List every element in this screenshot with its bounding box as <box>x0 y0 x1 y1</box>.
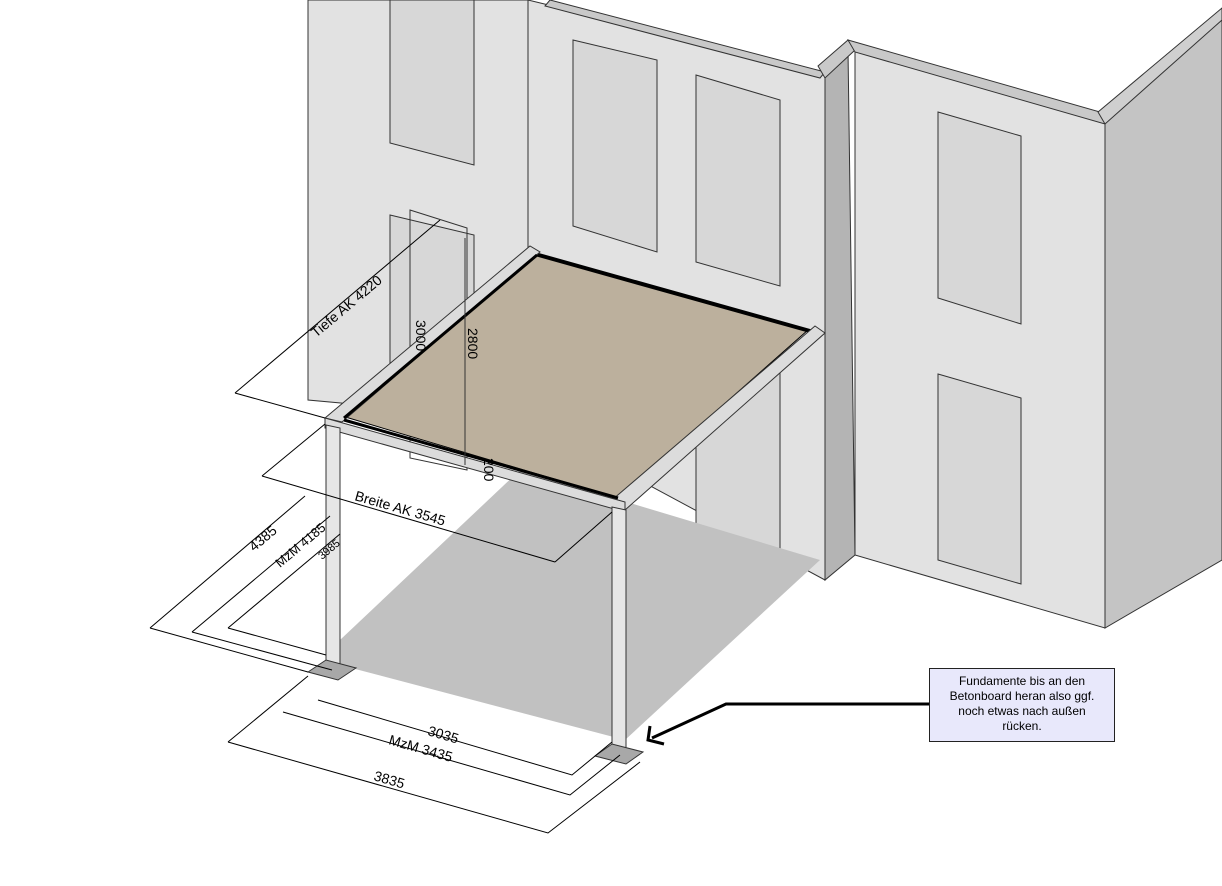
callout-arrow <box>646 702 929 746</box>
note-line-1: Fundamente bis an den <box>958 674 1086 688</box>
window-middle-1 <box>572 39 658 253</box>
dim-height-3000: 3000 <box>413 320 429 351</box>
foundation-right <box>593 743 645 765</box>
window-middle-2 <box>695 74 781 287</box>
window-right-upper <box>937 111 1022 325</box>
dim-height-200: 200 <box>481 458 497 482</box>
post-right <box>611 506 627 757</box>
note-line-2: Betonboard heran also ggf. <box>949 689 1095 703</box>
dimension-lines <box>149 219 641 834</box>
wall-pillar-side <box>824 48 856 582</box>
dim-depth-outer: 4385 <box>246 522 280 554</box>
wall-middle-rim <box>544 0 826 79</box>
building <box>307 0 1222 629</box>
note-line-3: noch etwas nach außen <box>958 704 1086 718</box>
wall-right-side-rim <box>1097 7 1222 125</box>
dim-height-2800: 2800 <box>465 328 481 359</box>
window-left-upper <box>389 0 475 166</box>
foundation-note: Fundamente bis an den Betonboard heran a… <box>929 668 1115 742</box>
wall-right-side <box>1104 19 1222 629</box>
dim-breite-ak: Breite AK 3545 <box>353 488 447 529</box>
note-line-4: rücken. <box>1002 719 1042 733</box>
window-right-lower <box>937 373 1022 585</box>
pergola <box>306 238 826 765</box>
floor-shadow <box>340 470 820 740</box>
dim-depth-mzm: MzM 4185 <box>272 520 328 571</box>
